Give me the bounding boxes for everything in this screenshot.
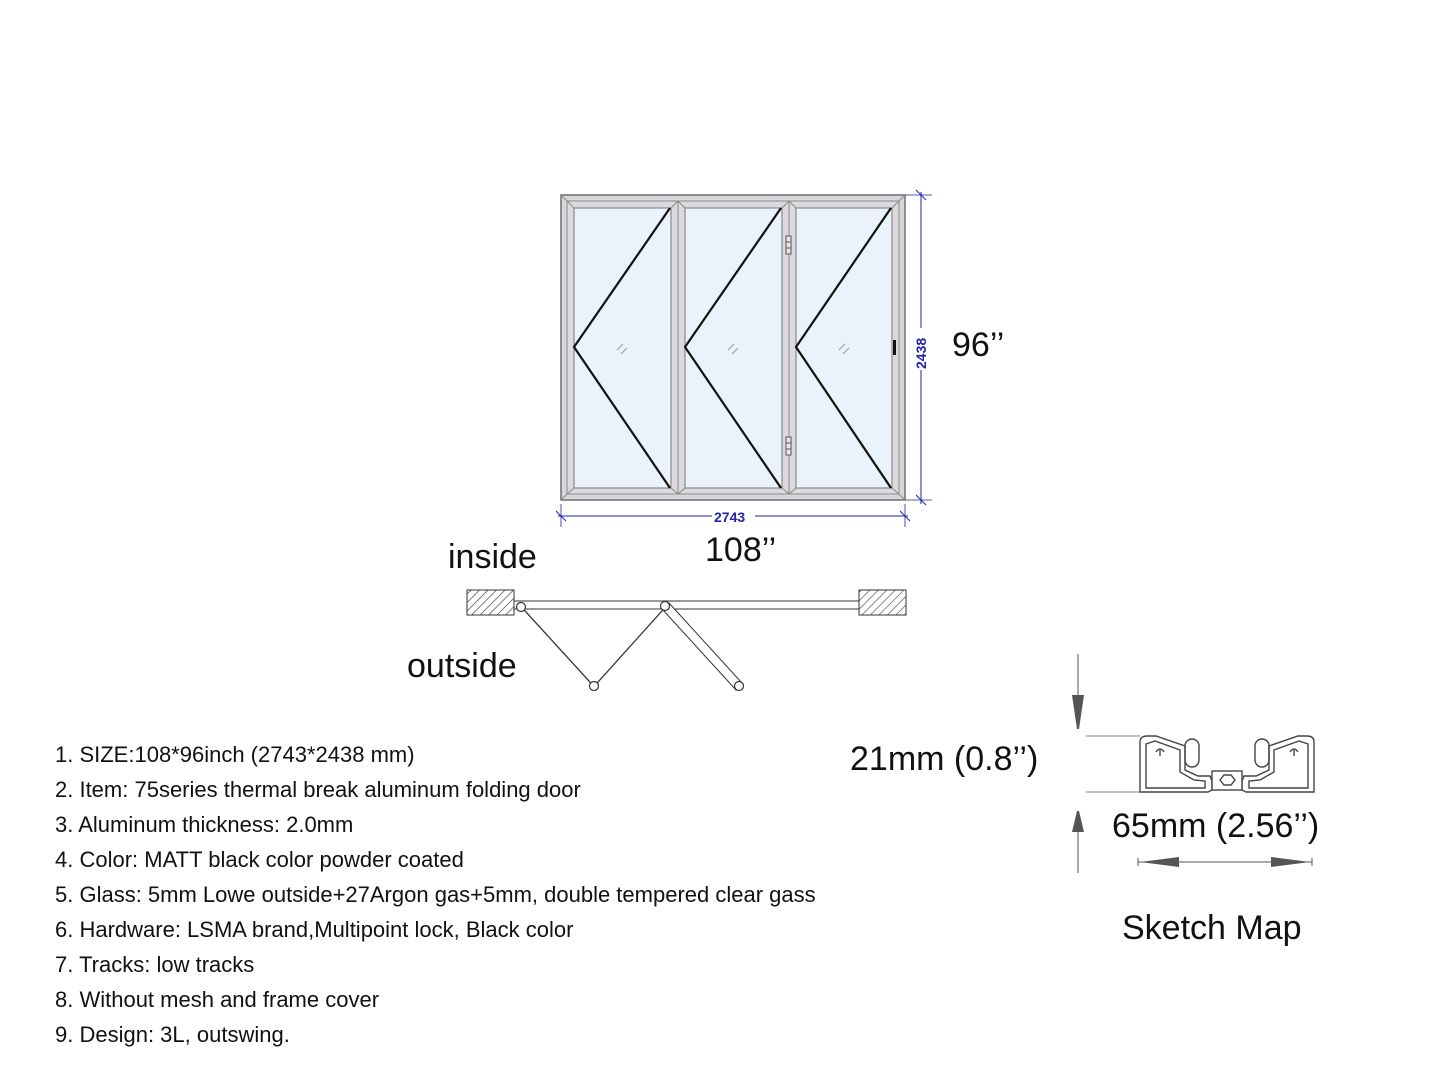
hinge-icon xyxy=(785,235,792,456)
width-mm-label: 2743 xyxy=(714,509,745,525)
door-handle-icon xyxy=(893,340,896,355)
spec-item-item: 2. Item: 75series thermal break aluminum… xyxy=(55,777,581,802)
spec-item-tracks: 7. Tracks: low tracks xyxy=(55,952,255,977)
swing-indicator xyxy=(683,207,782,489)
wall-right xyxy=(858,589,907,616)
sketch-map-caption: Sketch Map xyxy=(1122,909,1302,947)
plan-view-drawing xyxy=(466,589,907,692)
spec-item-hardware: 6. Hardware: LSMA brand,Multipoint lock,… xyxy=(55,917,574,942)
spec-item-design: 9. Design: 3L, outswing. xyxy=(55,1022,290,1047)
profile-width-label: 65mm (2.56’’) xyxy=(1112,807,1320,845)
profile-sketch xyxy=(1072,654,1315,873)
arrow-down-icon xyxy=(1072,695,1084,729)
swing-indicator xyxy=(794,207,892,489)
door-panel-3 xyxy=(788,200,900,495)
outside-label: outside xyxy=(407,647,517,685)
track xyxy=(513,600,860,610)
door-panel-2 xyxy=(677,200,790,495)
height-inch-label: 96’’ xyxy=(952,326,1005,364)
swing-indicator xyxy=(572,207,671,489)
door-panel-1 xyxy=(566,200,679,495)
width-dimension: 2743 xyxy=(555,504,911,527)
arrow-up-icon xyxy=(1072,811,1084,832)
spec-item-mesh: 8. Without mesh and frame cover xyxy=(55,987,380,1012)
spec-item-glass: 5. Glass: 5mm Lowe outside+27Argon gas+5… xyxy=(55,882,816,907)
spec-item-size: 1. SIZE:108*96inch (2743*2438 mm) xyxy=(55,742,415,767)
profile-height-label: 21mm (0.8’’) xyxy=(850,740,1039,778)
inside-label: inside xyxy=(448,538,537,576)
arrow-left-icon xyxy=(1140,857,1179,867)
width-inch-label: 108’’ xyxy=(705,531,777,569)
arrow-right-icon xyxy=(1271,857,1310,867)
height-mm-label: 2438 xyxy=(913,338,929,369)
spec-item-color: 4. Color: MATT black color powder coated xyxy=(55,847,464,872)
height-dimension: 2438 xyxy=(905,189,932,506)
spec-item-thickness: 3. Aluminum thickness: 2.0mm xyxy=(55,812,354,837)
wall-left xyxy=(466,589,515,616)
spec-list: 1. SIZE:108*96inch (2743*2438 mm) 2. Ite… xyxy=(55,737,816,1052)
